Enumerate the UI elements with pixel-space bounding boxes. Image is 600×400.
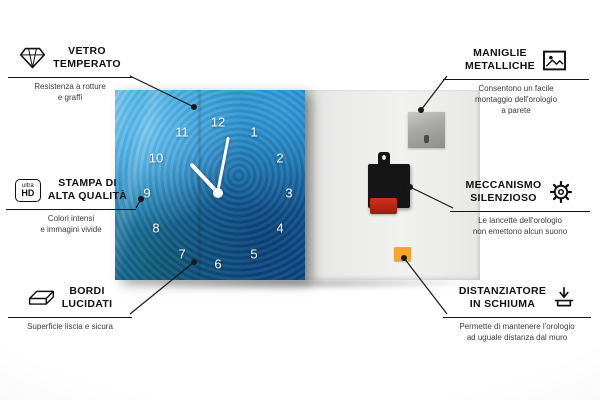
callout-bordi-lucidati: BORDI LUCIDATI Superficie liscia e sicur… [8, 282, 132, 333]
callout-desc-line: montaggio dell'orologio [474, 94, 558, 104]
callout-title-line: MECCANISMO [465, 179, 542, 192]
metal-hanger-plate [408, 112, 445, 148]
callout-vetro-temperato: VETRO TEMPERATO Resistenza a rotture e g… [8, 42, 132, 104]
clock-number: 6 [214, 256, 222, 272]
battery [370, 198, 397, 214]
clock-number: 3 [285, 185, 293, 201]
callout-title-line: MANIGLIE [473, 47, 527, 60]
callout-title-line: LUCIDATI [61, 298, 113, 310]
callout-title-line: IN SCHIUMA [469, 298, 536, 310]
clock-center-cap [213, 188, 223, 198]
divider [443, 79, 589, 80]
callout-stampa-alta-qualita: ultra HD STAMPA DI ALTA QUALITÀ Colori i… [6, 174, 136, 236]
callout-desc-line: Superficie liscia e sicura [27, 322, 113, 331]
foam-spacer-icon [553, 286, 575, 310]
gear-icon [548, 179, 574, 205]
callout-header: MANIGLIE METALLICHE [443, 44, 589, 76]
callout-meccanismo-silenzioso: MECCANISMO SILENZIOSO Le lancette dell'o… [450, 176, 590, 238]
callout-title-line: DISTANZIATORE [458, 285, 547, 298]
callout-header: BORDI LUCIDATI [8, 282, 132, 314]
divider [8, 77, 132, 78]
callout-title-line: BORDI [69, 285, 105, 298]
foam-spacer [394, 247, 411, 261]
picture-frame-icon [542, 50, 567, 71]
polished-edge-icon [28, 289, 55, 308]
callout-header: MECCANISMO SILENZIOSO [450, 176, 590, 208]
divider [450, 211, 590, 212]
divider [8, 317, 132, 318]
divider [6, 209, 136, 210]
callout-desc-line: ad uguale distanza dal muro [466, 332, 568, 342]
callout-title-line: VETRO [68, 45, 106, 58]
callout-desc-line: non emettono alcun suono [472, 226, 568, 236]
callout-desc-line: a parete [501, 105, 531, 115]
clock-number: 9 [143, 185, 151, 201]
callout-desc-line: e graffi [57, 92, 83, 102]
divider [443, 317, 591, 318]
hanger-keyhole [424, 135, 429, 143]
callout-maniglie-metalliche: MANIGLIE METALLICHE Consentono un facile… [443, 44, 589, 116]
clock-number: 2 [276, 150, 284, 166]
callout-header: VETRO TEMPERATO [8, 42, 132, 74]
callout-desc-line: Permette di mantenere l'orologio [459, 322, 575, 331]
callout-title-line: METALLICHE [465, 60, 535, 72]
clock-number: 8 [152, 220, 160, 236]
callout-desc-line: Le lancette dell'orologio [478, 216, 562, 225]
product-image: 12 1 2 3 4 5 6 7 8 9 10 11 [107, 90, 487, 290]
callout-title-line: ALTA QUALITÀ [47, 190, 128, 202]
clock-back-panel [305, 90, 480, 280]
callout-title-line: SILENZIOSO [470, 192, 537, 204]
callout-header: ultra HD STAMPA DI ALTA QUALITÀ [6, 174, 136, 206]
callout-desc-line: e immagini vivide [40, 224, 102, 234]
callout-desc-line: Consentono un facile [478, 84, 554, 93]
clock-number: 1 [250, 124, 258, 140]
callout-header: DISTANZIATORE IN SCHIUMA [443, 282, 591, 314]
clock-number: 4 [276, 220, 284, 236]
mechanism-hook [378, 152, 390, 166]
ultra-hd-icon: ultra HD [14, 178, 41, 202]
callout-distanziatore-schiuma: DISTANZIATORE IN SCHIUMA Permette di man… [443, 282, 591, 344]
ultra-hd-icon-bottom-label: HD [21, 187, 35, 198]
diamond-icon [19, 47, 46, 69]
clock-front-panel: 12 1 2 3 4 5 6 7 8 9 10 11 [115, 90, 305, 280]
callout-desc-line: Colori intensi [47, 214, 95, 223]
clock-number: 5 [250, 246, 258, 262]
clock-number: 11 [175, 124, 189, 140]
clock-number: 7 [178, 246, 186, 262]
minute-hand [216, 136, 231, 194]
callout-title-line: STAMPA DI [58, 177, 117, 190]
clock-number: 12 [210, 114, 226, 130]
callout-desc-line: Resistenza a rotture [34, 82, 106, 91]
clock-number: 10 [148, 150, 164, 166]
ultra-hd-icon-top-label: ultra [22, 182, 34, 189]
callout-title-line: TEMPERATO [53, 58, 121, 70]
